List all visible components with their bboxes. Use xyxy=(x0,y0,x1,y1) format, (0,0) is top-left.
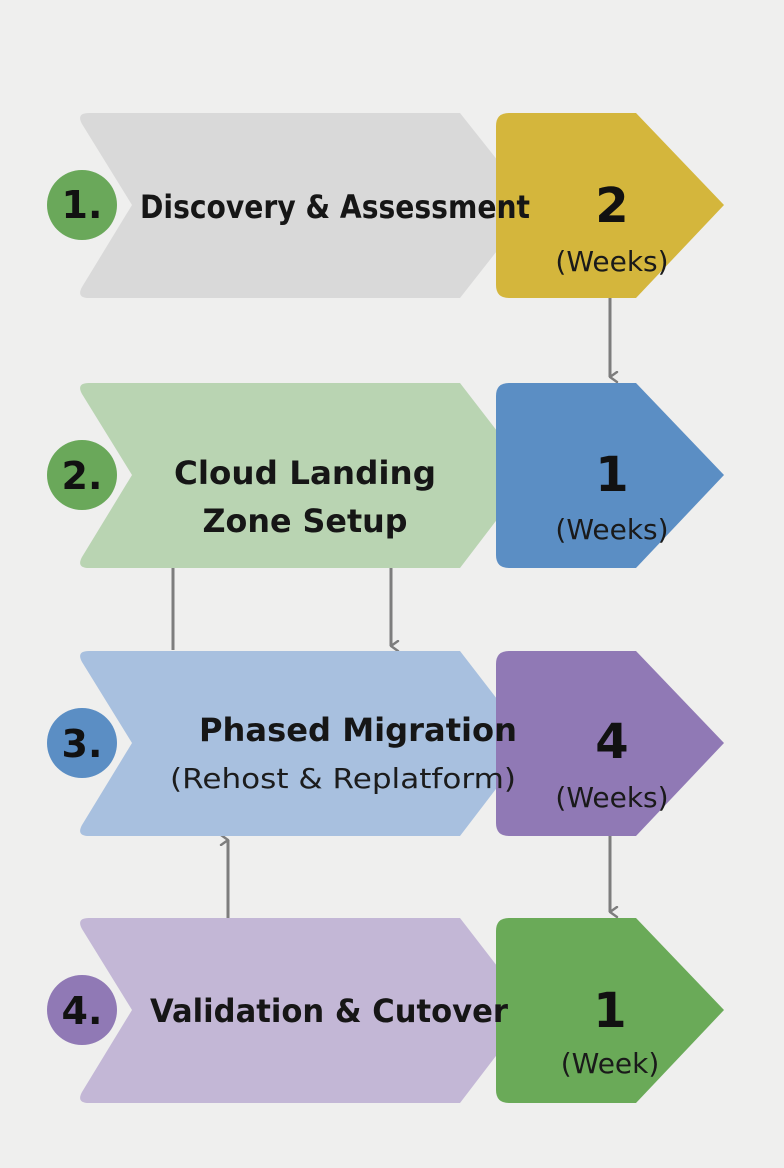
step-chevron xyxy=(80,918,532,1103)
step-4: 4. Validation & Cutover 1 (Week) xyxy=(47,918,724,1103)
duration-chevron xyxy=(496,383,724,568)
connectors xyxy=(171,298,610,918)
step-title: Phased Migration xyxy=(199,711,517,749)
step-title-line-2: Zone Setup xyxy=(203,502,408,540)
step-2: 2. Cloud Landing Zone Setup 1 (Weeks) xyxy=(47,383,724,568)
step-number-badge xyxy=(47,440,117,510)
step-number: 4. xyxy=(62,989,103,1033)
step-1: 1. Discovery & Assessment 2 (Weeks) xyxy=(47,113,724,298)
duration-chevron xyxy=(496,918,724,1103)
duration-value: 2 xyxy=(595,178,628,234)
duration-chevron xyxy=(496,113,724,298)
step-title: Validation & Cutover xyxy=(150,992,508,1030)
duration-unit: (Week) xyxy=(561,1047,660,1080)
step-number-badge xyxy=(47,975,117,1045)
duration-unit: (Weeks) xyxy=(555,513,668,546)
step-chevron xyxy=(80,383,532,568)
step-title: Discovery & Assessment xyxy=(140,188,530,226)
step-chevron xyxy=(80,113,534,298)
step-title-line-1: Cloud Landing xyxy=(174,454,436,492)
duration-unit: (Weeks) xyxy=(555,245,668,278)
duration-value: 1 xyxy=(593,983,626,1039)
duration-value: 4 xyxy=(595,714,628,770)
step-number-badge xyxy=(47,170,117,240)
step-number: 3. xyxy=(62,722,103,766)
step-number-badge xyxy=(47,708,117,778)
step-3: 3. Phased Migration (Rehost & Replatform… xyxy=(47,651,724,836)
duration-chevron xyxy=(496,651,724,836)
step-number: 1. xyxy=(62,183,103,227)
duration-value: 1 xyxy=(595,447,628,503)
duration-unit: (Weeks) xyxy=(555,781,668,814)
step-chevron xyxy=(80,651,532,836)
step-number: 2. xyxy=(62,454,103,498)
step-subtitle: (Rehost & Replatform) xyxy=(170,762,516,795)
